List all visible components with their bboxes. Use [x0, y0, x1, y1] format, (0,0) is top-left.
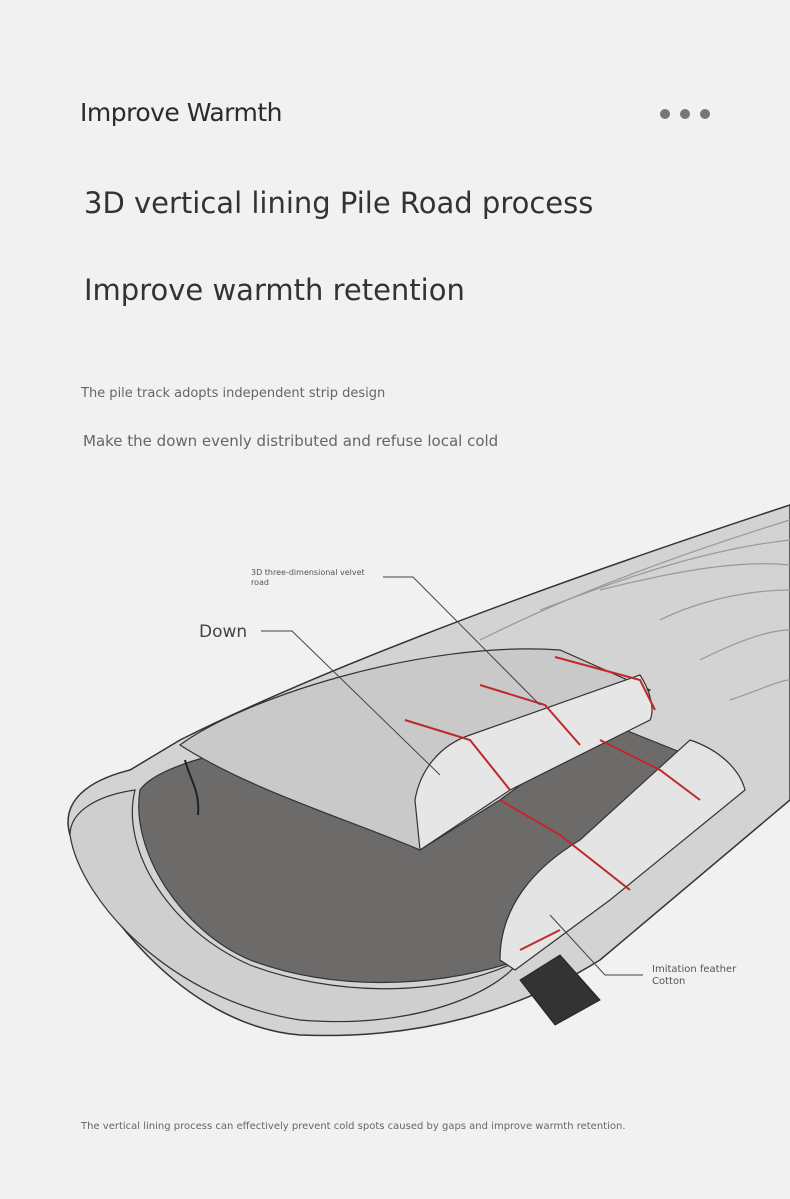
label-imitation-cotton: Imitation feather Cotton	[652, 964, 737, 987]
brand-title: Improve Warmth	[80, 98, 283, 127]
dot	[680, 109, 690, 119]
hood-rim	[69, 789, 522, 1023]
baffle-lines	[479, 519, 790, 701]
description-line-2: Make the down evenly distributed and ref…	[83, 432, 499, 450]
headline-line-2: Improve warmth retention	[84, 273, 465, 307]
footer-note: The vertical lining process can effectiv…	[81, 1121, 626, 1132]
top-flap	[178, 648, 652, 851]
red-seam-lines	[404, 656, 701, 951]
drawcord	[184, 759, 200, 816]
leader-lines	[261, 576, 643, 976]
label-velvet-road: 3D three-dimensional velvet road	[251, 568, 365, 587]
description-line-1: The pile track adopts independent strip …	[81, 386, 386, 401]
cotton-cross-section	[499, 739, 746, 971]
more-dots-icon	[660, 109, 710, 119]
zipper-tab	[519, 954, 601, 1026]
dot	[660, 109, 670, 119]
label-down: Down	[199, 622, 248, 642]
down-cross-section	[414, 674, 653, 852]
dot	[700, 109, 710, 119]
headline-line-1: 3D vertical lining Pile Road process	[84, 186, 594, 220]
